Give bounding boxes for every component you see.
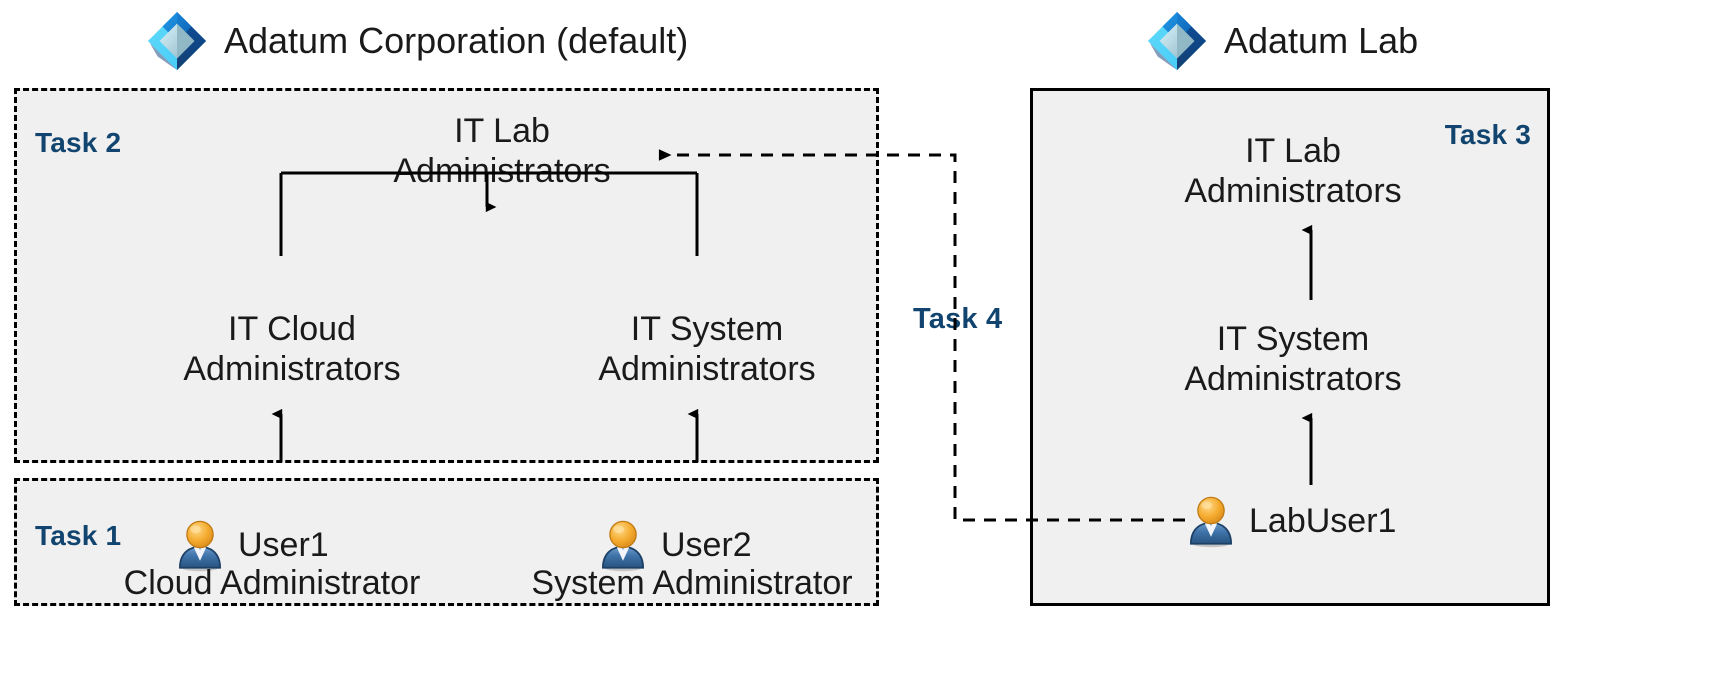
task-label-2: Task 2 (35, 127, 122, 158)
tenant-header-adatum-corporation: Adatum Corporation (default) (146, 10, 688, 72)
user-icon (178, 520, 222, 572)
group-it-cloud-administrators: IT Cloud Administrators (147, 309, 437, 389)
panel-task3-lab: Task 3 IT Lab Administrators IT System A… (1030, 88, 1550, 606)
task-label-3: Task 3 (1444, 119, 1531, 150)
group-line-2: Administrators (598, 350, 816, 389)
user-name: User1 (238, 526, 329, 564)
tenant-header-adatum-lab: Adatum Lab (1146, 10, 1418, 72)
user-entry-user2: User2 (595, 517, 752, 573)
group-it-system-administrators-corp: IT System Administrators (562, 309, 852, 389)
group-it-lab-administrators-corp: IT Lab Administrators (362, 111, 642, 191)
user-entry-user1: User1 (172, 517, 329, 573)
user-name: LabUser1 (1249, 502, 1397, 540)
group-line-1: IT Cloud (228, 310, 356, 348)
tenant-name: Adatum Corporation (default) (224, 20, 689, 61)
azure-ad-diamond-icon (1147, 11, 1207, 71)
group-line-2: Administrators (1184, 360, 1402, 399)
user-entry-labuser1: LabUser1 (1183, 493, 1396, 549)
group-line-1: IT Lab (1245, 132, 1341, 170)
user-role-user2: System Administrator (531, 564, 853, 602)
task-label-4: Task 4 (913, 303, 1003, 335)
user-name: User2 (661, 526, 752, 564)
azure-ad-diamond-icon (147, 11, 207, 71)
user-role-user1: Cloud Administrator (123, 564, 421, 602)
group-line-1: IT System (1216, 320, 1370, 358)
group-it-system-administrators-lab: IT System Administrators (1153, 319, 1433, 399)
task-label-1: Task 1 (35, 520, 122, 551)
group-it-lab-administrators-lab: IT Lab Administrators (1153, 131, 1433, 211)
group-line-1: IT System (630, 310, 784, 348)
panel-task1-users: Task 1 (14, 478, 879, 606)
group-line-1: IT Lab (454, 112, 550, 150)
tenant-name: Adatum Lab (1224, 20, 1419, 61)
user-icon (1189, 496, 1233, 548)
group-line-2: Administrators (183, 350, 401, 389)
group-line-2: Administrators (393, 152, 611, 191)
user-icon (601, 520, 645, 572)
panel-task2-groups: Task 2 IT Lab Administrators IT Cloud Ad… (14, 88, 879, 463)
group-line-2: Administrators (1184, 172, 1402, 211)
